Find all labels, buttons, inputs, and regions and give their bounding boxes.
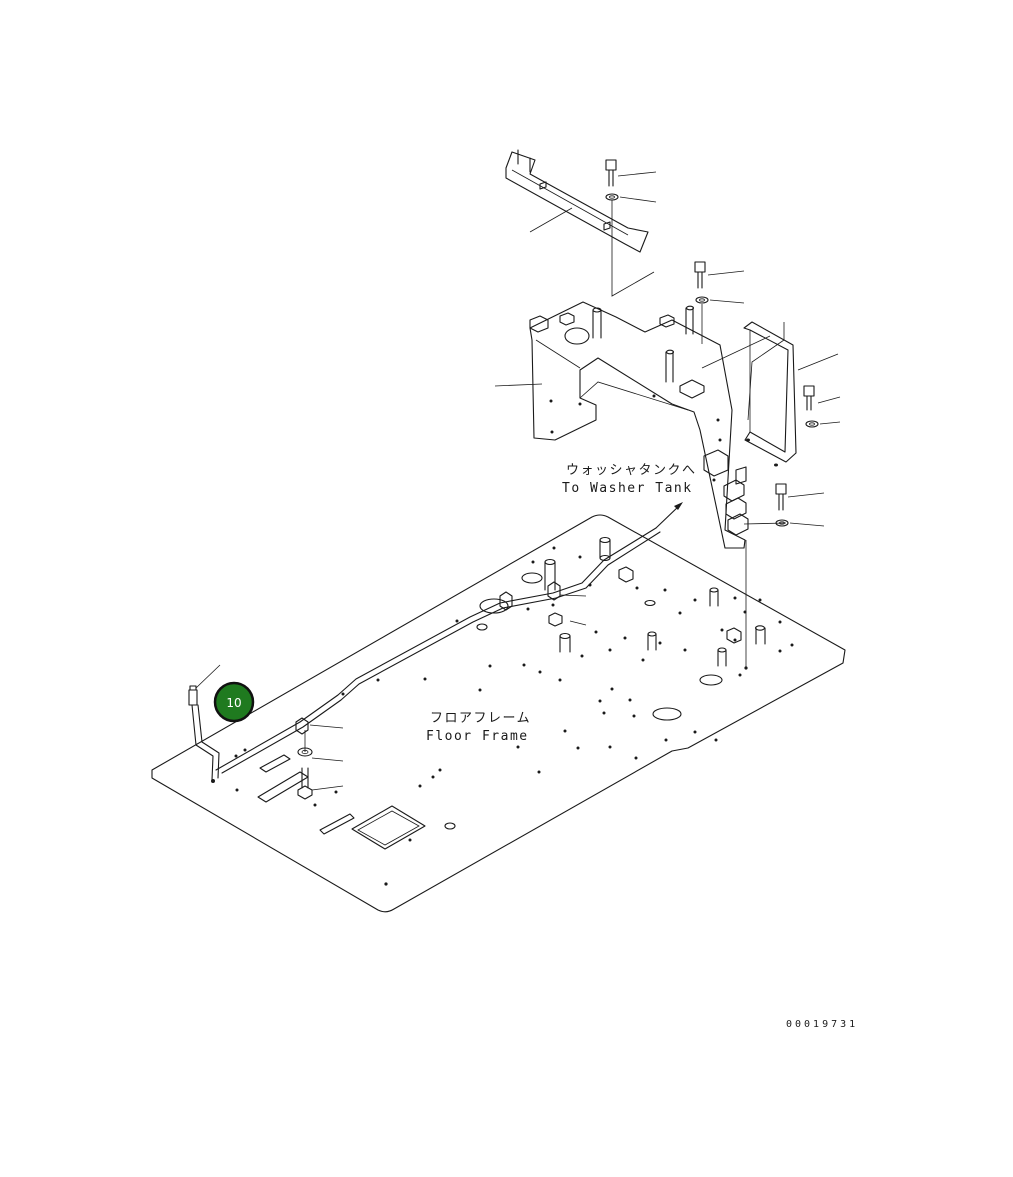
callout-badge-circle (213, 681, 255, 723)
washer-hose (188, 502, 683, 800)
drawing-code: 00019731 (786, 1019, 858, 1030)
leader-lines (195, 171, 841, 791)
washer-tank-label-en: To Washer Tank (562, 481, 693, 496)
part-callout-10[interactable]: 10 (213, 681, 255, 723)
floor-frame (151, 514, 846, 913)
floor-frame-label-jp: フロアフレーム (430, 711, 531, 726)
upper-bracket (505, 149, 819, 670)
callout-number: 10 (226, 696, 241, 710)
washer-tank-label-jp: ウォッシャタンクへ (566, 463, 697, 478)
floor-frame-label-en: Floor Frame (426, 729, 529, 744)
